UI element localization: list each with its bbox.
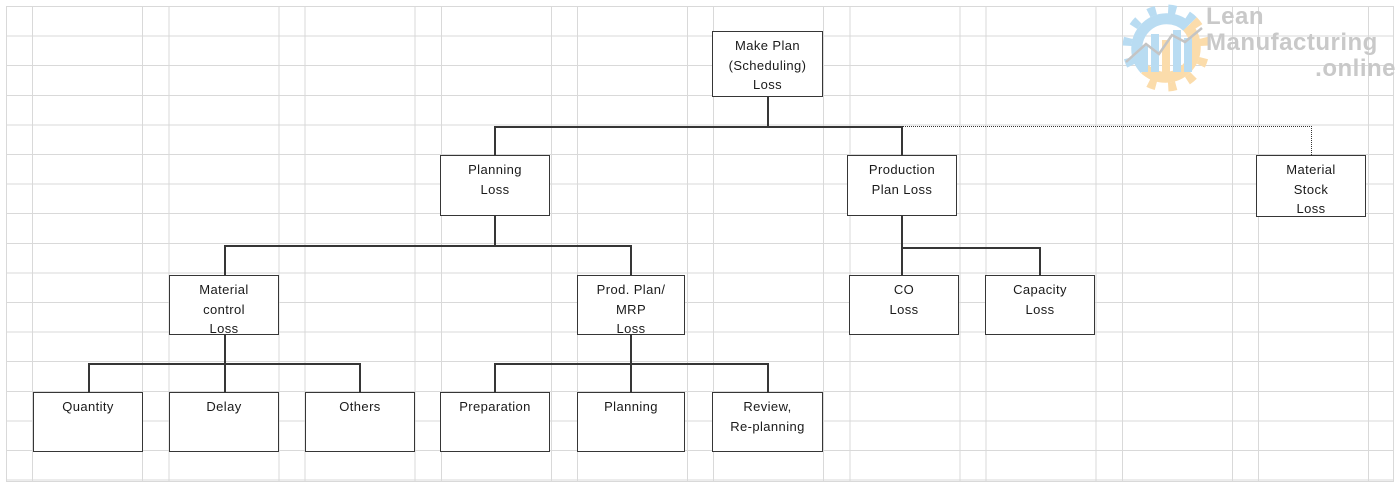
connector	[901, 216, 903, 275]
node-preparation[interactable]: Preparation	[440, 392, 550, 452]
node-capacity-loss[interactable]: Capacity Loss	[985, 275, 1095, 335]
node-delay[interactable]: Delay	[169, 392, 279, 452]
node-review-replanning[interactable]: Review, Re-planning	[712, 392, 823, 452]
barchart-icon	[1125, 27, 1203, 72]
node-prod-plan-mrp-loss[interactable]: Prod. Plan/ MRP Loss	[577, 275, 685, 336]
connector-dotted	[1311, 126, 1312, 155]
connector	[224, 245, 226, 275]
connector	[359, 363, 361, 392]
gear-icon	[1122, 4, 1210, 92]
node-co-loss[interactable]: CO Loss	[849, 275, 959, 335]
connector	[88, 363, 90, 392]
connector	[88, 363, 360, 365]
connector	[767, 97, 769, 126]
connector	[494, 363, 496, 392]
connector	[901, 126, 903, 155]
connector	[1039, 247, 1041, 275]
node-production-plan-loss[interactable]: Production Plan Loss	[847, 155, 957, 216]
connector	[224, 245, 632, 247]
connector	[494, 363, 768, 365]
connector	[630, 245, 632, 275]
connector	[494, 126, 496, 155]
node-planning-loss[interactable]: Planning Loss	[440, 155, 550, 216]
watermark-line3: .online	[1315, 55, 1396, 82]
connector	[901, 247, 1040, 249]
watermark-line2: Manufacturing	[1206, 29, 1378, 56]
node-material-stock-loss[interactable]: Material Stock Loss	[1256, 155, 1366, 217]
node-others[interactable]: Others	[305, 392, 415, 452]
connector	[494, 216, 496, 246]
node-material-control-loss[interactable]: Material control Loss	[169, 275, 279, 336]
node-planning[interactable]: Planning	[577, 392, 685, 452]
node-make-plan-scheduling-loss[interactable]: Make Plan (Scheduling) Loss	[712, 31, 823, 97]
connector-dotted	[902, 126, 1312, 127]
node-quantity[interactable]: Quantity	[33, 392, 143, 452]
watermark-line1: Lean	[1206, 3, 1265, 30]
watermark-logo-text: Lean Manufacturing .online	[1206, 4, 1396, 82]
connector	[494, 126, 902, 128]
connector	[767, 363, 769, 392]
